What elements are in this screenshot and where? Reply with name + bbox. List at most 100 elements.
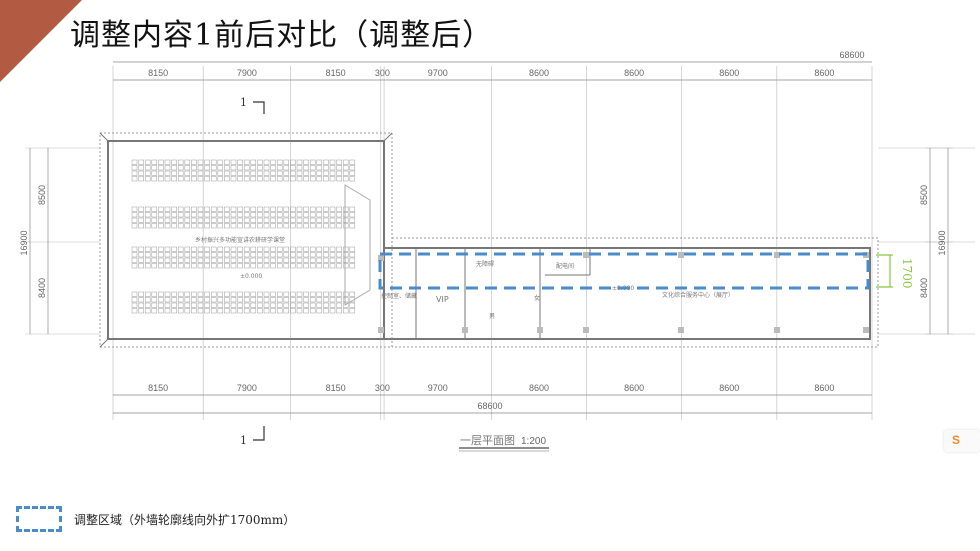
- seat: [336, 308, 342, 314]
- seat: [250, 246, 257, 252]
- seat: [158, 176, 164, 182]
- seat: [138, 176, 144, 182]
- seat: [151, 165, 158, 171]
- dimension-label: 7900: [237, 68, 257, 78]
- seat: [204, 308, 210, 314]
- seat: [210, 206, 217, 212]
- seat: [184, 159, 191, 165]
- seat: [184, 291, 191, 297]
- seat: [309, 159, 316, 165]
- seat: [224, 176, 230, 182]
- seat: [276, 217, 283, 223]
- seat: [250, 176, 257, 182]
- seat: [171, 170, 177, 176]
- structural-column: [537, 327, 543, 333]
- seat: [276, 252, 283, 258]
- structural-column: [678, 327, 684, 333]
- seat: [131, 212, 138, 218]
- seat: [349, 252, 356, 258]
- floating-widget-button[interactable]: S: [944, 430, 980, 452]
- seat: [164, 302, 171, 308]
- seat: [151, 297, 158, 303]
- seat: [164, 170, 171, 176]
- dimension-label: 8150: [326, 68, 346, 78]
- seat: [177, 217, 184, 223]
- seat: [131, 170, 138, 176]
- seat: [316, 212, 323, 218]
- seat: [210, 159, 217, 165]
- seat: [191, 159, 197, 165]
- seat: [250, 217, 257, 223]
- seat: [323, 291, 329, 297]
- seat: [250, 223, 257, 229]
- seat: [171, 217, 177, 223]
- seat: [237, 257, 243, 263]
- seat: [230, 223, 237, 229]
- seat: [309, 217, 316, 223]
- seat: [283, 257, 290, 263]
- seat: [204, 159, 210, 165]
- seat: [283, 159, 290, 165]
- seat: [263, 257, 270, 263]
- seat: [342, 246, 349, 252]
- seat: [131, 246, 138, 252]
- seat: [342, 263, 349, 269]
- seat: [250, 159, 257, 165]
- room-label-control: 控制室、储藏: [381, 292, 417, 300]
- seat: [290, 263, 296, 269]
- seat: [191, 263, 197, 269]
- seat: [263, 217, 270, 223]
- seat: [177, 291, 184, 297]
- structural-column: [378, 255, 384, 261]
- seat: [290, 308, 296, 314]
- seat: [237, 263, 243, 269]
- seat: [131, 165, 138, 171]
- seat: [342, 291, 349, 297]
- seat: [270, 212, 276, 218]
- seat: [144, 257, 151, 263]
- seat: [177, 263, 184, 269]
- seat: [237, 170, 243, 176]
- seat: [164, 252, 171, 258]
- seat: [323, 252, 329, 258]
- seat: [177, 212, 184, 218]
- seat: [270, 246, 276, 252]
- seat: [316, 263, 323, 269]
- seat: [131, 291, 138, 297]
- seat: [177, 165, 184, 171]
- seat: [250, 170, 257, 176]
- seat: [217, 223, 224, 229]
- seat: [243, 165, 250, 171]
- seat: [329, 206, 336, 212]
- seat: [342, 217, 349, 223]
- seat: [336, 170, 342, 176]
- seat: [303, 252, 309, 258]
- seat: [342, 176, 349, 182]
- seat: [290, 206, 296, 212]
- seat: [158, 170, 164, 176]
- seat: [270, 176, 276, 182]
- seat: [303, 159, 309, 165]
- seat: [329, 217, 336, 223]
- seat: [191, 291, 197, 297]
- seat: [296, 217, 303, 223]
- seat: [138, 223, 144, 229]
- seat: [230, 257, 237, 263]
- seat: [224, 217, 230, 223]
- seat: [336, 159, 342, 165]
- room-label-vip: VIP: [436, 295, 449, 304]
- seat: [263, 165, 270, 171]
- seat: [283, 252, 290, 258]
- seat: [316, 165, 323, 171]
- seat: [131, 297, 138, 303]
- seat: [270, 257, 276, 263]
- seat: [316, 291, 323, 297]
- seat: [336, 252, 342, 258]
- seat: [276, 263, 283, 269]
- seat: [250, 291, 257, 297]
- seat: [290, 252, 296, 258]
- hall-level: ±0.000: [240, 273, 262, 280]
- seat: [158, 257, 164, 263]
- seat: [197, 223, 204, 229]
- seat: [316, 246, 323, 252]
